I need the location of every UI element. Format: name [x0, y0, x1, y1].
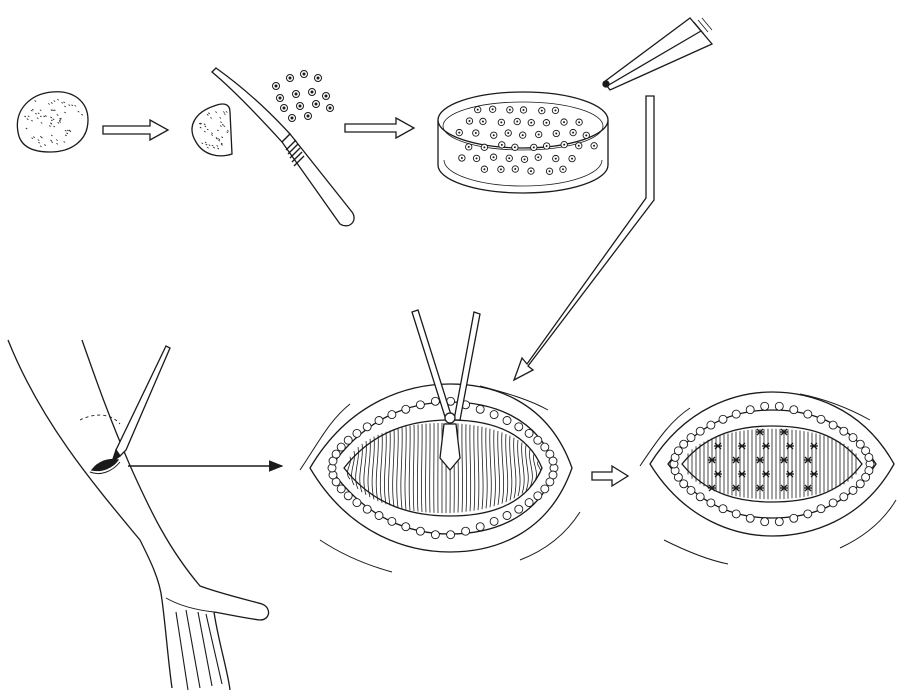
scalpel-icon: [212, 68, 354, 226]
grafted-wound-icon: [640, 392, 896, 564]
graft-pieces: [273, 71, 334, 122]
tissue-piece-icon: [192, 104, 232, 156]
hollow-arrow-3: [592, 466, 628, 486]
arm-scalpel-icon: [112, 346, 170, 462]
open-wound-icon: [300, 384, 580, 572]
forceps-icon: [603, 18, 712, 90]
tissue-lump-icon: [17, 92, 88, 152]
arm-donor-site-icon: [8, 340, 269, 690]
hollow-arrow-2: [345, 118, 414, 138]
hollow-arrow-1: [103, 120, 168, 140]
petri-dish-icon: [438, 92, 608, 193]
